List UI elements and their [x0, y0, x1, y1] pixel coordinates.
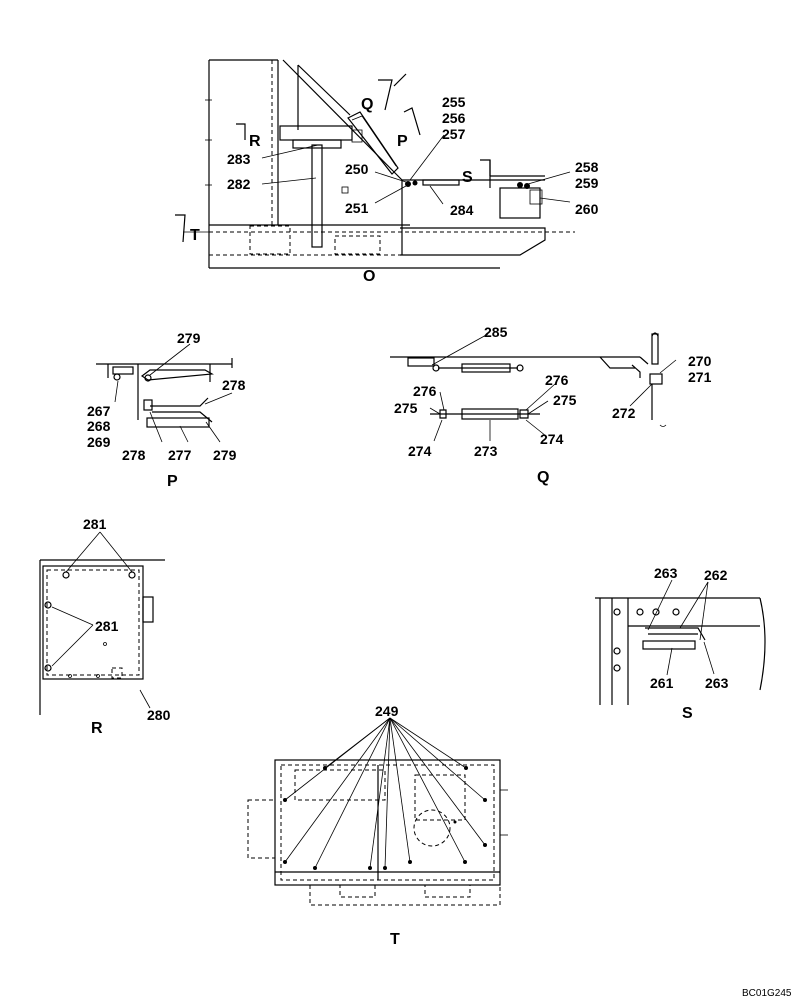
view-t-drawing — [247, 717, 508, 906]
part-label: 274 — [540, 431, 564, 447]
part-label: 276 — [413, 383, 437, 399]
main-view-drawing — [175, 59, 575, 269]
part-label: 284 — [450, 202, 474, 218]
part-label: 257 — [442, 126, 466, 142]
part-label: 273 — [474, 443, 498, 459]
part-label: 276 — [545, 372, 569, 388]
part-label: 275 — [553, 392, 577, 408]
part-label: 255 — [442, 94, 466, 110]
part-label: 281 — [95, 618, 119, 634]
view-mark: P — [167, 473, 178, 490]
part-label: 259 — [575, 175, 599, 191]
part-label: 261 — [650, 675, 674, 691]
part-label: 280 — [147, 707, 171, 723]
part-label: 271 — [688, 369, 712, 385]
drawing-code: BC01G245 — [742, 988, 792, 999]
view-mark: P — [397, 133, 408, 150]
part-label: 274 — [408, 443, 432, 459]
part-label: 279 — [213, 447, 237, 463]
part-label: 263 — [705, 675, 729, 691]
part-label: 270 — [688, 353, 712, 369]
part-label: 278 — [122, 447, 146, 463]
part-label: 279 — [177, 330, 201, 346]
view-mark: S — [682, 705, 693, 722]
view-mark: Q — [537, 469, 549, 486]
part-label: 269 — [87, 434, 111, 450]
part-label: 282 — [227, 176, 251, 192]
part-label: 249 — [375, 703, 399, 719]
part-label: 251 — [345, 200, 369, 216]
view-mark: T — [190, 227, 200, 244]
part-label: 267 — [87, 403, 111, 419]
part-label: 256 — [442, 110, 466, 126]
part-label: 285 — [484, 324, 508, 340]
part-label: 281 — [83, 516, 107, 532]
part-label: 262 — [704, 567, 728, 583]
part-label: 275 — [394, 400, 418, 416]
view-mark: R — [91, 720, 103, 737]
part-label: 260 — [575, 201, 599, 217]
part-label: 263 — [654, 565, 678, 581]
view-p-drawing — [96, 343, 233, 443]
view-mark: Q — [361, 96, 373, 113]
part-label: 277 — [168, 447, 192, 463]
part-label: 283 — [227, 151, 251, 167]
view-mark: T — [390, 931, 400, 948]
view-mark: S — [462, 169, 473, 186]
part-label: 278 — [222, 377, 246, 393]
view-mark: R — [249, 133, 261, 150]
view-s-drawing — [595, 579, 766, 705]
view-mark: O — [363, 268, 375, 285]
part-label: 258 — [575, 159, 599, 175]
part-label: 272 — [612, 405, 636, 421]
part-label: 268 — [87, 418, 111, 434]
view-q-drawing — [390, 332, 677, 442]
view-r-drawing — [39, 531, 165, 715]
part-label: 250 — [345, 161, 369, 177]
